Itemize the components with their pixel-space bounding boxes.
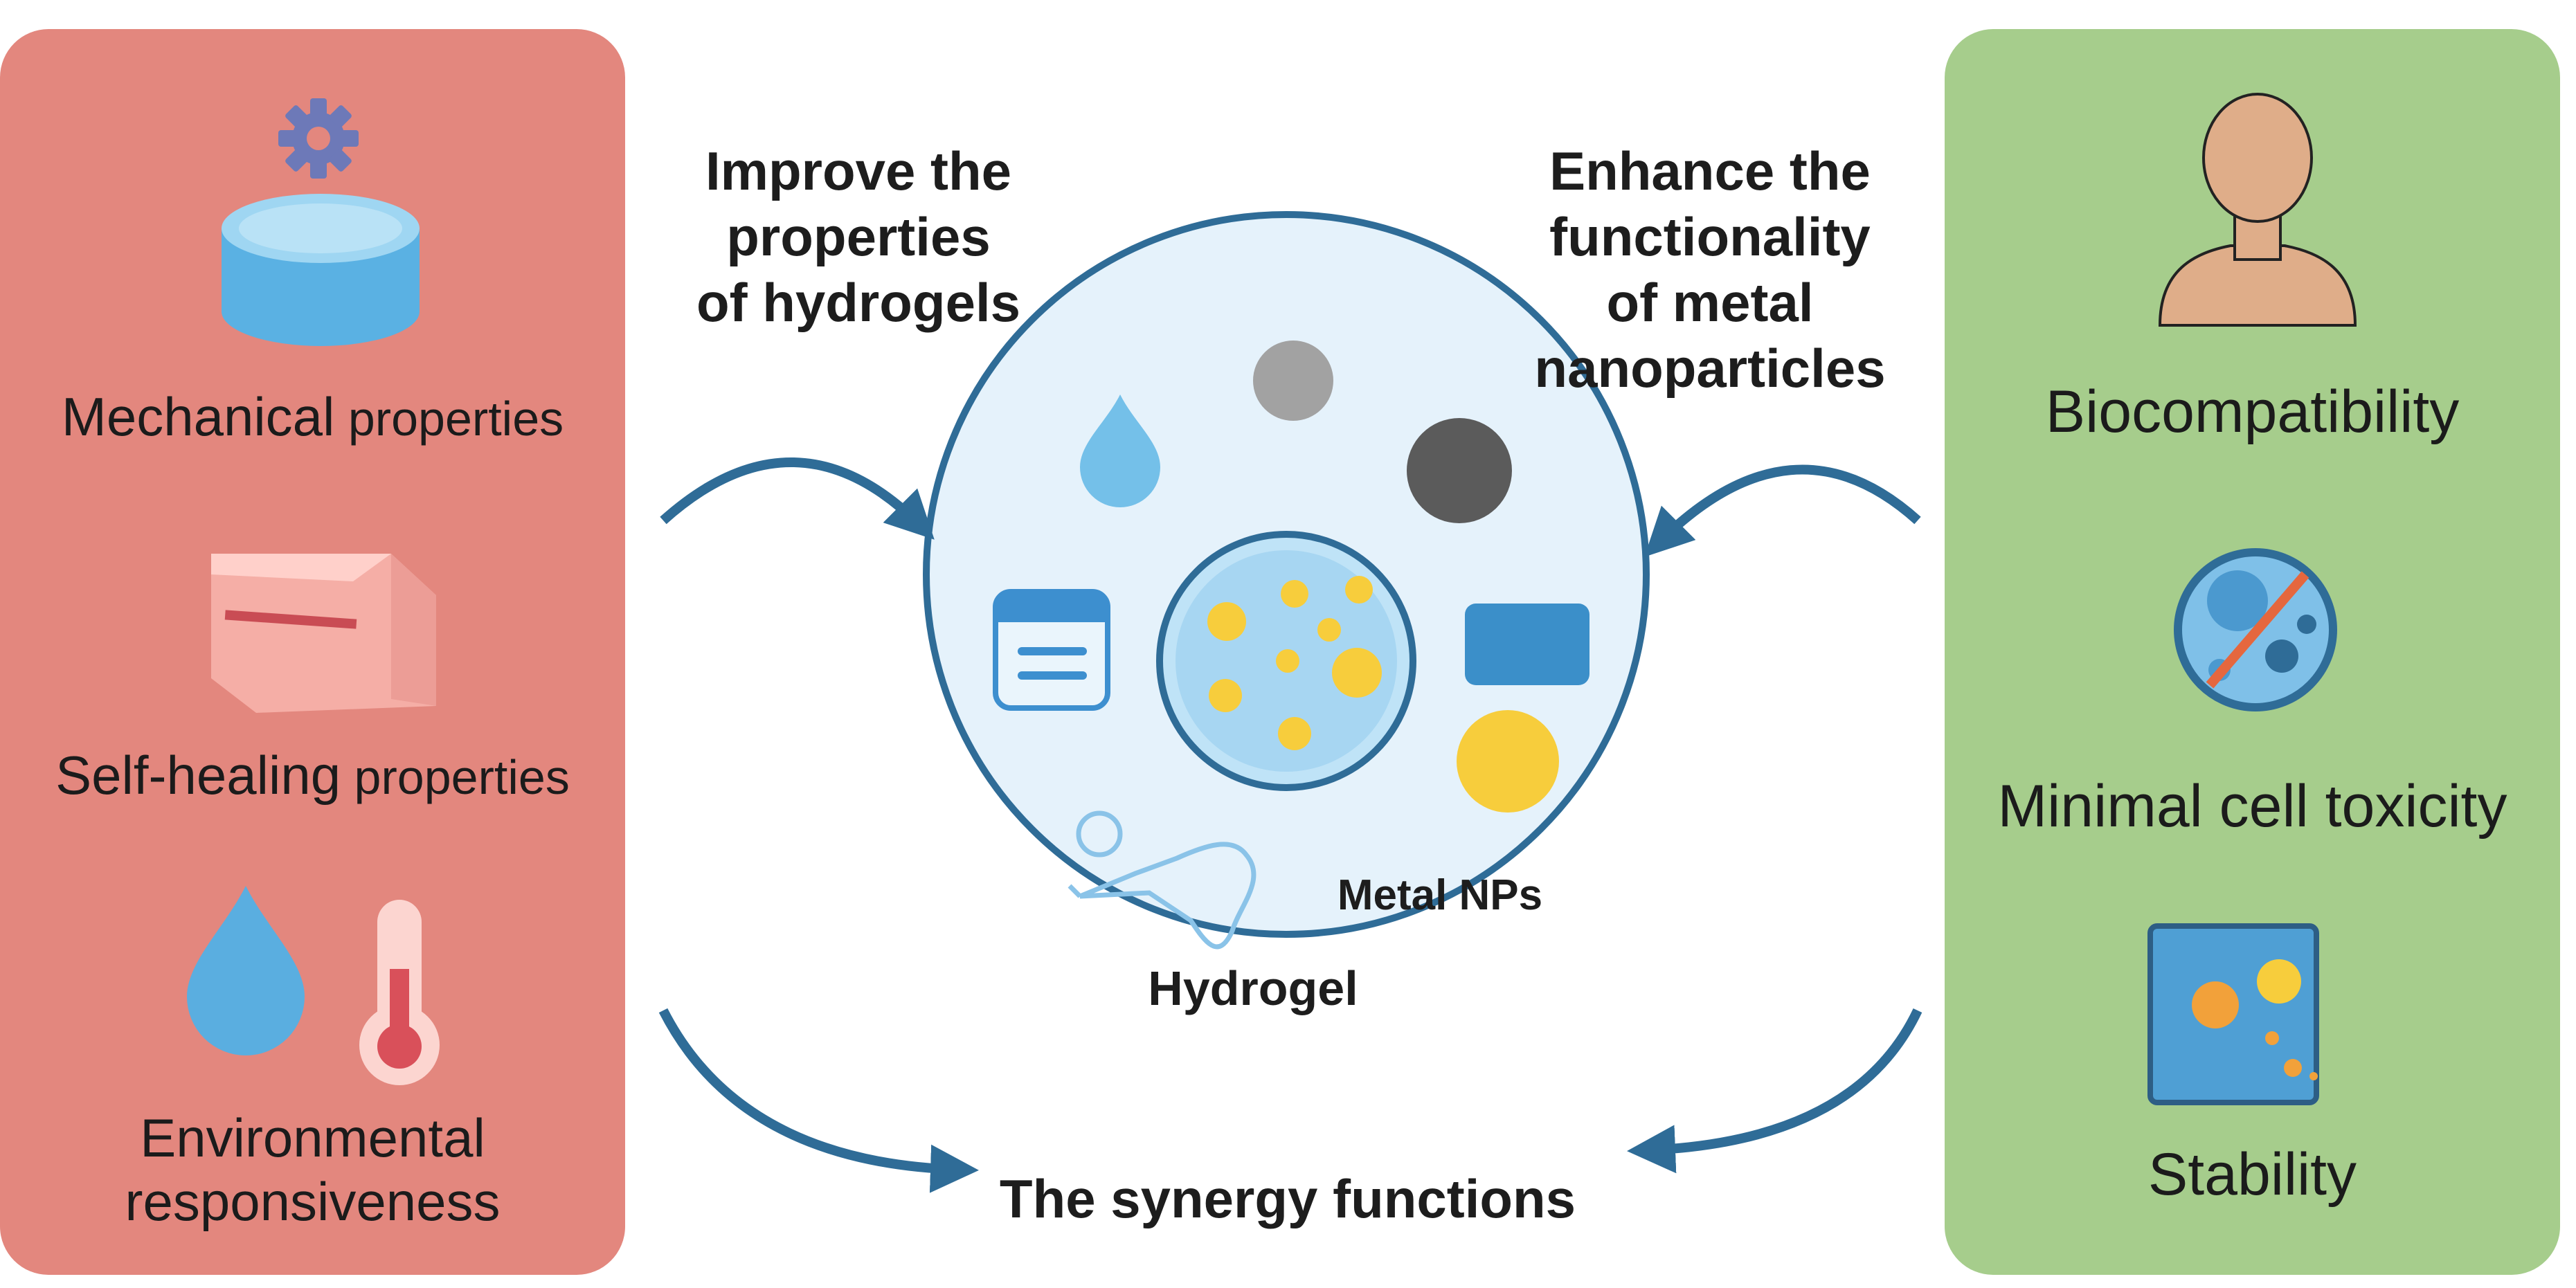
mechanical-properties-label: Mechanical properties	[61, 386, 564, 447]
dark-particle	[1407, 418, 1512, 523]
cube-icon	[211, 554, 436, 713]
minimal-cell-toxicity-label: Minimal cell toxicity	[1997, 773, 2507, 840]
hydrogel-label: Hydrogel	[1148, 961, 1358, 1015]
thermometer-icon	[359, 900, 440, 1085]
membrane-sheet-icon	[1068, 810, 1257, 950]
no-cell-icon	[2174, 548, 2337, 711]
arrow-top-left	[660, 457, 935, 540]
arrow-top-right	[1644, 464, 1921, 557]
self-healing-properties-label: Self-healing properties	[55, 745, 570, 806]
arrow-bottom-right	[1627, 1008, 1922, 1174]
blue-rectangle-icon	[1465, 604, 1589, 685]
arrow-bottom-left	[658, 1008, 979, 1193]
panel-card-icon	[993, 589, 1110, 711]
improve-hydrogels-caption: Improve the properties of hydrogels	[696, 140, 1021, 334]
small-drop-icon	[1080, 394, 1160, 507]
gray-particle	[1253, 341, 1333, 421]
environmental-responsiveness-label: Environmental responsiveness	[125, 1107, 501, 1233]
water-drop-icon	[187, 886, 305, 1055]
stable-particles-icon	[2147, 923, 2319, 1105]
yellow-particle	[1457, 710, 1559, 813]
nanoparticle-cluster	[1156, 531, 1416, 791]
biocompatibility-label: Biocompatibility	[2045, 379, 2460, 445]
synergy-functions-caption: The synergy functions	[999, 1168, 1576, 1229]
enhance-nanoparticles-caption: Enhance the functionality of metal nanop…	[1534, 140, 1886, 399]
cylinder-icon	[222, 194, 420, 346]
stability-label: Stability	[2147, 1141, 2357, 1208]
gear-icon	[278, 98, 359, 179]
person-icon	[2158, 93, 2357, 327]
metal-nps-label: Metal NPs	[1337, 871, 1543, 919]
